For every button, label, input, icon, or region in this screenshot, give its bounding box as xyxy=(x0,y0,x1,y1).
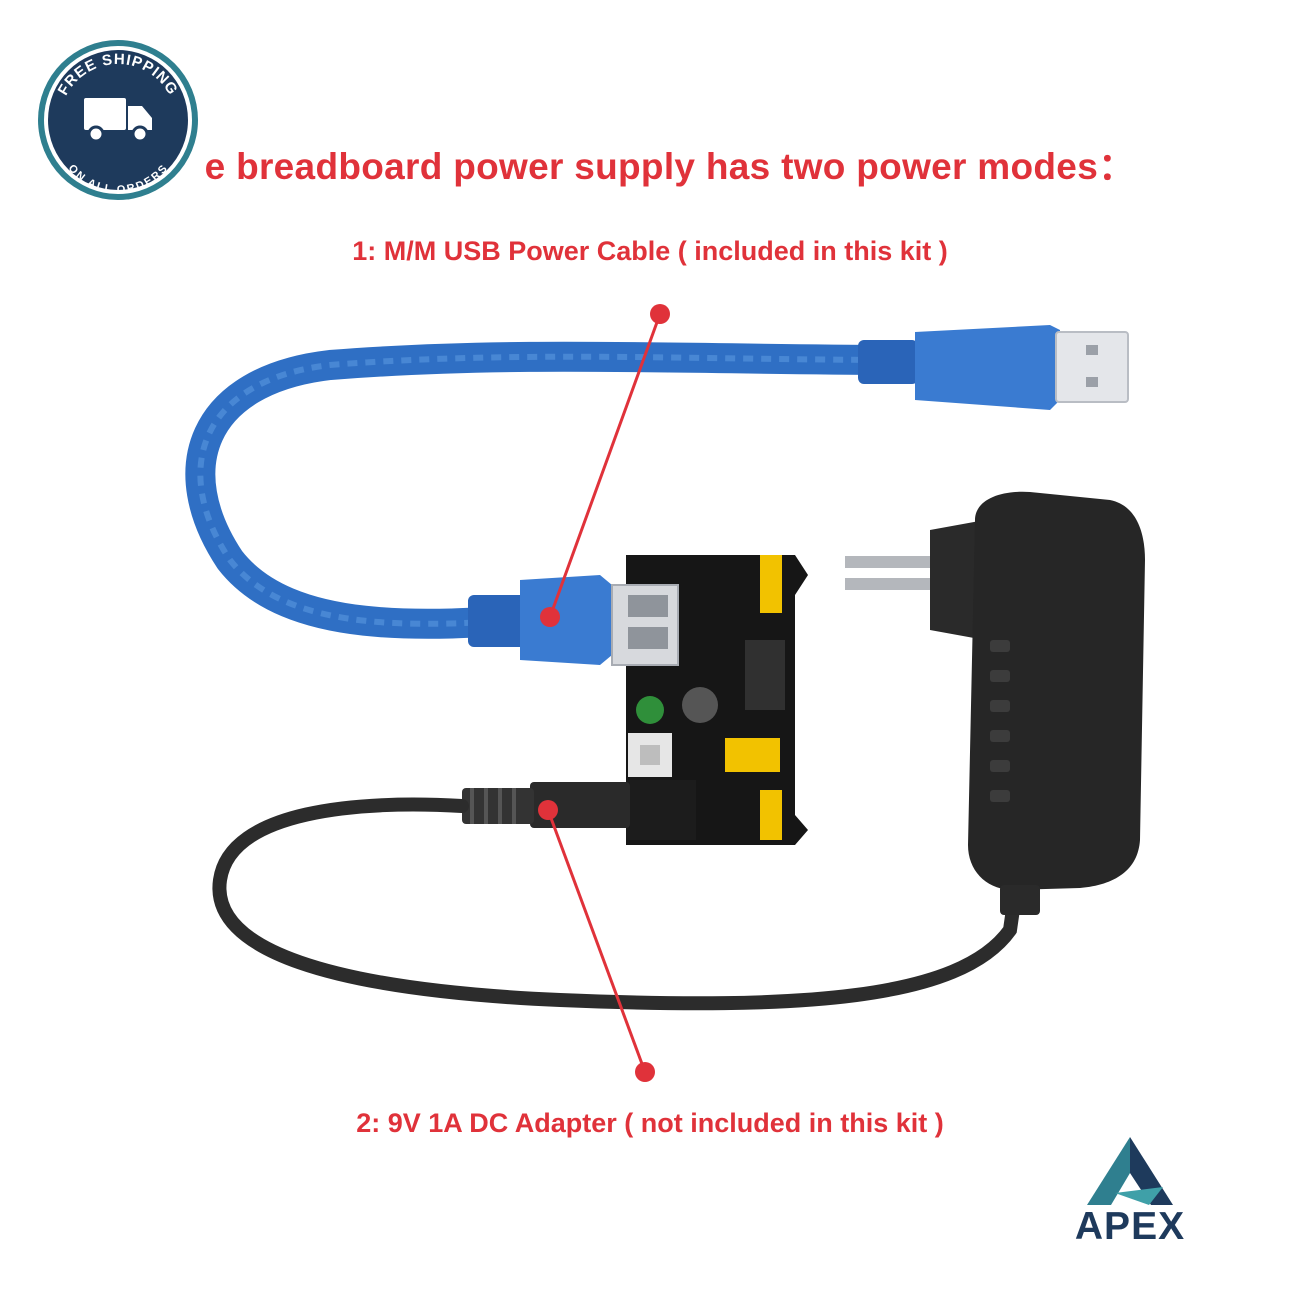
power-supply-module xyxy=(611,555,808,845)
apex-mountain-logo xyxy=(1087,1137,1173,1205)
headline: e breadboard power supply has two power … xyxy=(204,146,1136,187)
dc-cable xyxy=(212,797,1022,1011)
mode-1-label: 1: M/M USB Power Cable ( included in thi… xyxy=(352,236,948,266)
free-shipping-badge: FREE SHIPPING ON ALL ORDERS xyxy=(38,40,198,200)
brand-name: APEX xyxy=(1074,1205,1186,1248)
callout-dc xyxy=(538,800,655,1082)
usb-a-plug xyxy=(858,325,1129,410)
usb-board-plug xyxy=(468,575,612,665)
callout-usb xyxy=(540,304,670,627)
delivery-truck-icon xyxy=(84,98,152,143)
mode-2-label: 2: 9V 1A DC Adapter ( not included in th… xyxy=(356,1108,944,1138)
dc-plug xyxy=(462,780,696,840)
wall-adapter xyxy=(845,491,1145,915)
